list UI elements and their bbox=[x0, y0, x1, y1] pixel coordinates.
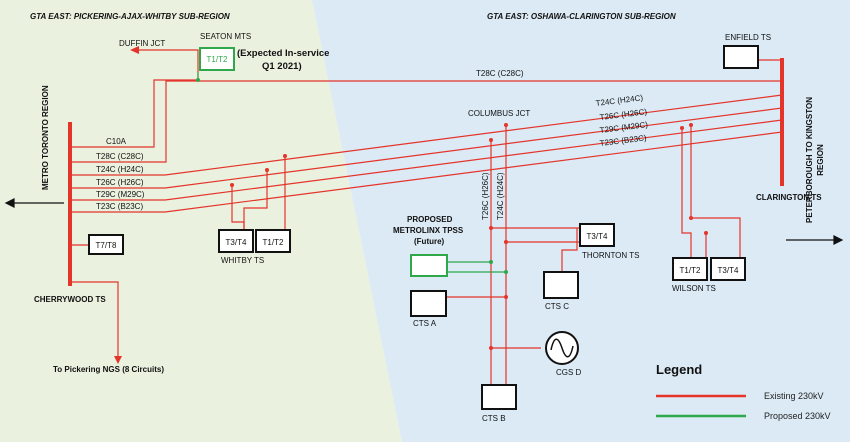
cts-b-box bbox=[481, 384, 517, 410]
t26c-left-label: T26C (H26C) bbox=[96, 178, 144, 187]
c10a-circuit bbox=[70, 49, 199, 148]
seaton-note-line2: Q1 2021) bbox=[262, 61, 302, 72]
whitby-label: WHITBY TS bbox=[221, 256, 264, 265]
t24c-vert-label: T24C (H24C) bbox=[496, 172, 505, 220]
t23c-circuit bbox=[70, 131, 783, 213]
thornton-label: THORNTON TS bbox=[582, 251, 639, 260]
cherrywood-label: CHERRYWOOD TS bbox=[34, 295, 106, 304]
peterborough-label-line2: REGION bbox=[816, 144, 825, 176]
t26c-circuit bbox=[70, 107, 783, 189]
metrolinx-label-1: PROPOSED bbox=[407, 215, 453, 224]
legend-title: Legend bbox=[656, 362, 702, 377]
wilson-t3t4-label: T3/T4 bbox=[718, 266, 739, 275]
pickering-label: To Pickering NGS (8 Circuits) bbox=[53, 365, 164, 374]
t26c-vert-label: T26C (H26C) bbox=[481, 172, 490, 220]
wilson-t1t2-box bbox=[672, 257, 708, 281]
pickering-line bbox=[70, 281, 119, 358]
seaton-tx-label: T1/T2 bbox=[207, 55, 228, 64]
enfield-label: ENFIELD TS bbox=[725, 33, 771, 42]
existing-230kv-lines bbox=[68, 49, 784, 385]
east-region-title: GTA EAST: OSHAWA-CLARINGTON SUB-REGION bbox=[487, 12, 676, 21]
cgs-d-generator-icon bbox=[545, 331, 579, 365]
t24c-left-label: T24C (H24C) bbox=[96, 165, 144, 174]
whitby-t3t4-label: T3/T4 bbox=[226, 238, 247, 247]
t28c-top-label: T28C (C28C) bbox=[476, 69, 524, 78]
t29c-left-label: T29C (M29C) bbox=[96, 190, 145, 199]
enfield-box bbox=[723, 45, 759, 69]
station-boxes bbox=[88, 45, 759, 410]
seaton-mts-box bbox=[199, 47, 235, 71]
east-subregion-background bbox=[312, 0, 850, 442]
peterborough-label-line1: PETERBOROUGH TO KINGSTON bbox=[805, 97, 814, 223]
metrolinx-label-3: (Future) bbox=[414, 237, 445, 246]
whitby-t1t2-box bbox=[255, 229, 291, 253]
whitby-t3t4-box bbox=[218, 229, 254, 253]
t24c-circuit bbox=[70, 94, 783, 176]
thornton-box bbox=[579, 223, 615, 247]
t29c-circuit bbox=[70, 119, 783, 201]
cherrywood-tx-label: T7/T8 bbox=[96, 241, 117, 250]
metro-toronto-label: METRO TORONTO REGION bbox=[41, 85, 50, 190]
t23c-left-label: T23C (B23C) bbox=[96, 202, 143, 211]
cherrywood-t7t8-box bbox=[88, 234, 124, 255]
legend: Legend Existing 230kV Proposed 230kV bbox=[656, 362, 831, 421]
t28c-left-label: T28C (C28C) bbox=[96, 152, 144, 161]
wilson-t3t4-box bbox=[710, 257, 746, 281]
red-arrowheads bbox=[114, 46, 139, 364]
west-subregion-background bbox=[0, 0, 402, 442]
proposed-boxes bbox=[199, 47, 448, 277]
t28c-circuit bbox=[70, 80, 782, 163]
cts-c-box bbox=[543, 271, 579, 299]
metrolinx-label-2: METROLINX TPSS bbox=[393, 226, 464, 235]
c10a-label: C10A bbox=[106, 137, 127, 146]
clarington-label: CLARINGTON TS bbox=[756, 193, 822, 202]
west-region-title: GTA EAST: PICKERING-AJAX-WHITBY SUB-REGI… bbox=[30, 12, 230, 21]
wilson-t1t2-label: T1/T2 bbox=[680, 266, 701, 275]
metrolinx-tpss-box bbox=[410, 254, 448, 277]
seaton-mts-label: SEATON MTS bbox=[200, 32, 251, 41]
columbus-jct-label: COLUMBUS JCT bbox=[468, 109, 530, 118]
junction-dots bbox=[230, 123, 708, 350]
wilson-label: WILSON TS bbox=[672, 284, 716, 293]
legend-proposed-label: Proposed 230kV bbox=[764, 411, 831, 421]
whitby-t1t2-label: T1/T2 bbox=[263, 238, 284, 247]
cts-a-label: CTS A bbox=[413, 319, 437, 328]
legend-existing-label: Existing 230kV bbox=[764, 391, 824, 401]
cts-b-label: CTS B bbox=[482, 414, 506, 423]
cts-a-box bbox=[410, 290, 447, 317]
thornton-tx-label: T3/T4 bbox=[587, 232, 608, 241]
region-arrows bbox=[4, 198, 844, 245]
cts-c-label: CTS C bbox=[545, 302, 569, 311]
duffin-jct-label: DUFFIN JCT bbox=[119, 39, 165, 48]
cgs-d-label: CGS D bbox=[556, 368, 582, 377]
seaton-note-line1: (Expected In-service bbox=[237, 48, 329, 59]
